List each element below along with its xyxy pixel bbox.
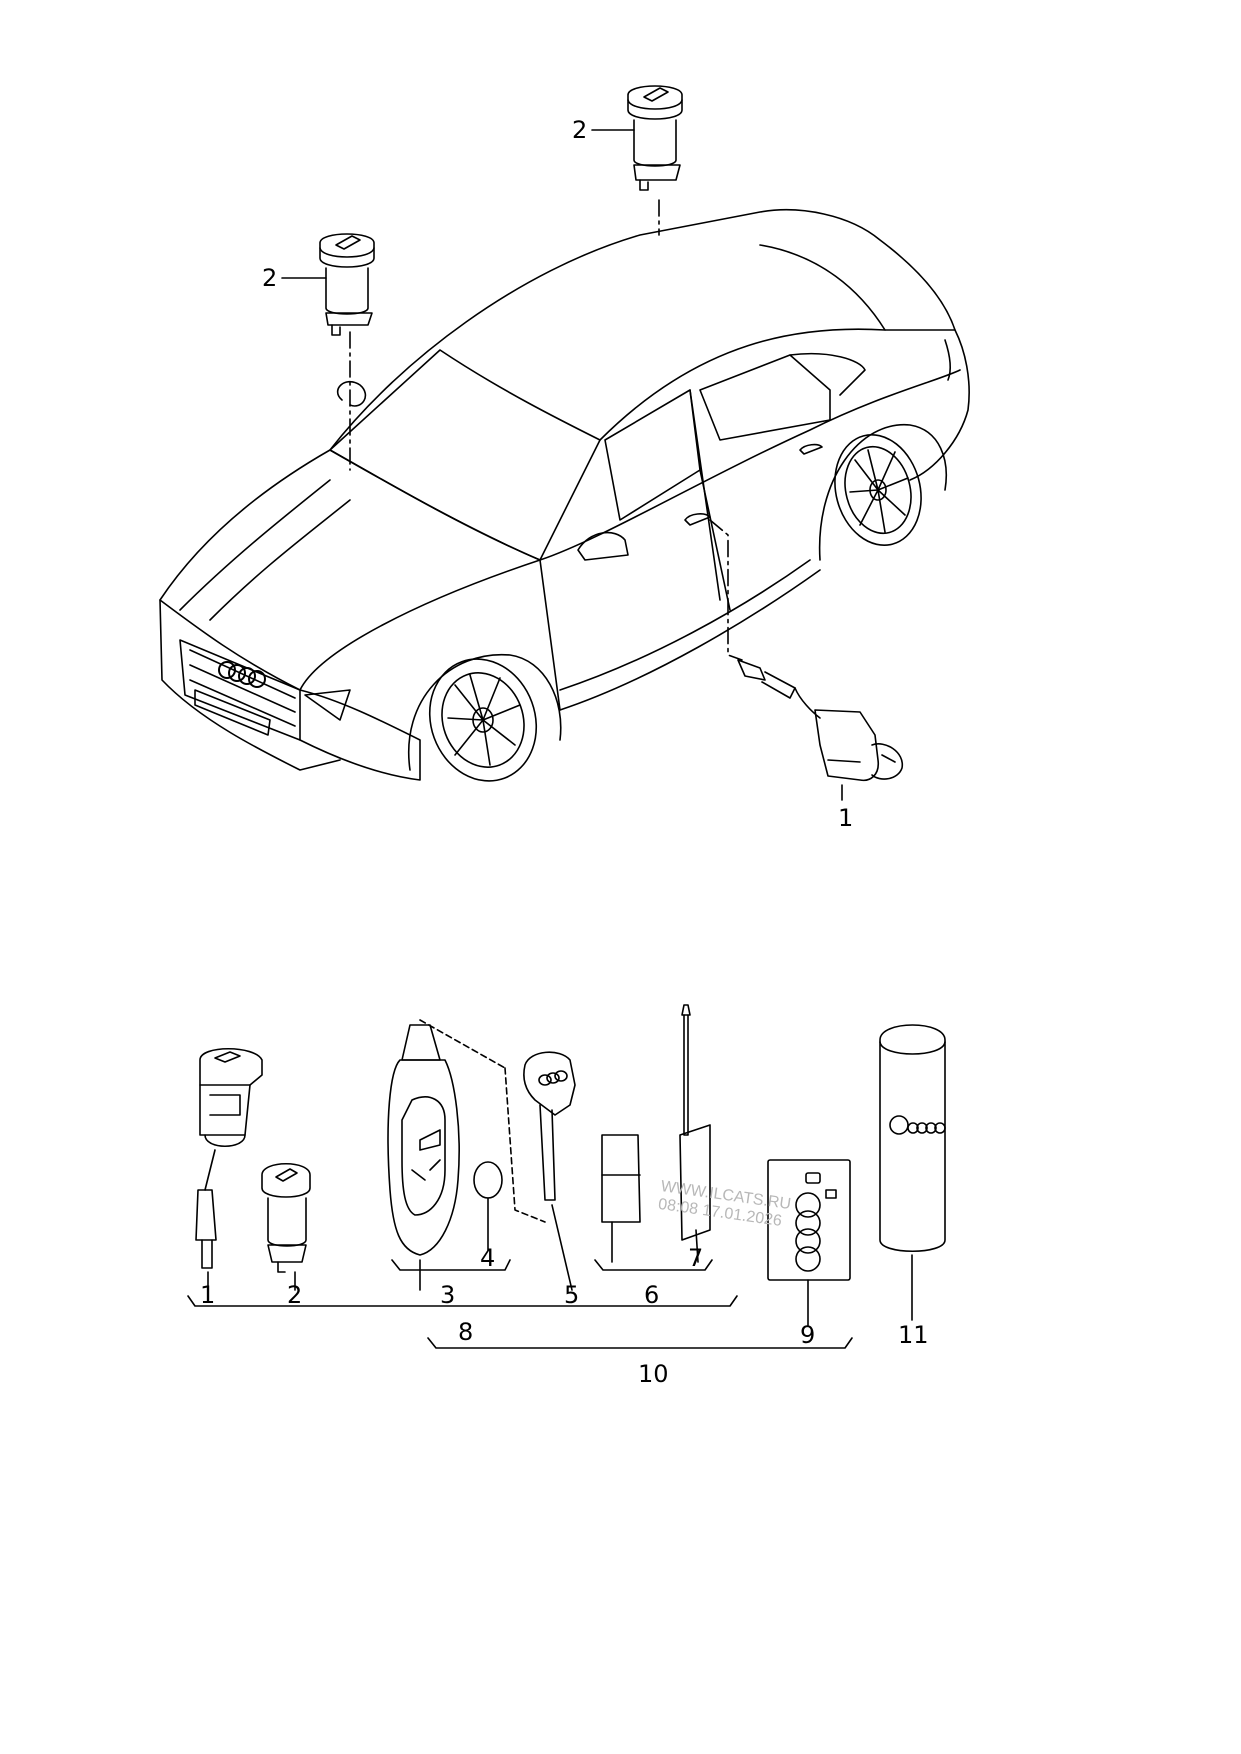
brand-rings-icon — [218, 661, 266, 688]
door-lock-assembly — [737, 659, 903, 801]
part-4-coin-battery — [473, 1161, 503, 1251]
callout-2: 2 — [287, 1281, 303, 1309]
lock-cylinder-top-left — [281, 233, 375, 336]
rear-wheel — [818, 424, 947, 561]
car-illustration — [159, 209, 970, 782]
callout-4: 4 — [480, 1244, 496, 1272]
callout-3: 3 — [440, 1281, 456, 1309]
lock-cylinder-top-right — [591, 85, 683, 191]
part-5-emergency-key — [523, 1051, 576, 1291]
side-mirror — [577, 531, 629, 561]
callout-9: 9 — [800, 1321, 816, 1349]
callout-10: 10 — [638, 1360, 669, 1388]
callout-2-top-right: 2 — [572, 116, 588, 144]
part-3-key-fob — [387, 1024, 460, 1291]
part-2-lock-cylinder — [261, 1163, 311, 1291]
part-9-key-card — [767, 1159, 851, 1326]
part-6-box — [601, 1134, 641, 1263]
part-1-door-lock — [195, 1047, 263, 1291]
part-7-transponder — [679, 1004, 711, 1263]
callout-1: 1 — [200, 1281, 216, 1309]
callout-11: 11 — [898, 1321, 929, 1349]
group-brackets — [187, 1259, 853, 1349]
callout-8: 8 — [458, 1318, 474, 1346]
callout-7: 7 — [688, 1244, 704, 1272]
callout-circle — [336, 380, 367, 407]
part-11-spray-can — [879, 1024, 946, 1321]
front-wheel — [407, 653, 562, 782]
callout-6: 6 — [644, 1281, 660, 1309]
key-leader-dashed — [419, 1019, 546, 1223]
callout-1-car: 1 — [838, 804, 854, 832]
leader-lines — [349, 199, 743, 661]
callout-5: 5 — [564, 1281, 580, 1309]
callout-2-top-left: 2 — [262, 264, 278, 292]
